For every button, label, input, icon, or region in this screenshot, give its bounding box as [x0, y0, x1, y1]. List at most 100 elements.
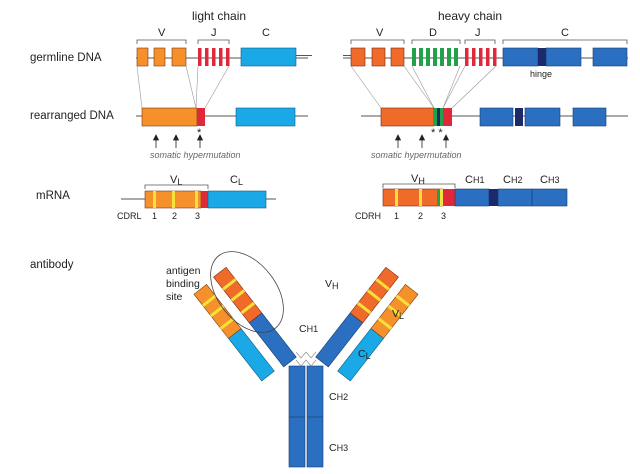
j-gene-segment	[205, 48, 209, 66]
vh-label: VH	[411, 173, 425, 186]
vh-gene-segment	[371, 47, 386, 67]
light-rearranged-dna: * somatic hypermutation	[136, 107, 308, 160]
j-rearranged-segment	[443, 108, 452, 126]
v-gene-segment	[153, 47, 166, 67]
ch2-antibody-label: CH2	[329, 391, 348, 403]
light-germline-dna: V J C	[136, 27, 312, 67]
j-gene-segment	[486, 48, 490, 66]
cl-antibody-label: CL	[358, 348, 371, 361]
c-segment-label: C	[262, 27, 270, 39]
mutation-arrows	[394, 134, 450, 148]
cdr-number-2: 2	[172, 211, 177, 221]
heavy-chain-stem-left	[288, 365, 306, 468]
cdr-band	[153, 191, 156, 208]
heavy-rearranged-dna: * * somatic hypermutation	[361, 107, 628, 160]
row-label-germline-dna: germline DNA	[30, 52, 102, 64]
d-gene-segment	[426, 48, 430, 66]
heavy-germline-dna: V D J C hinge	[343, 27, 628, 79]
ch1-label: CH1	[465, 174, 484, 186]
cdr-band	[195, 191, 198, 208]
antibody-structure: antigen binding site VH VL CH1 CL CH2 CH…	[166, 251, 419, 468]
hinge-gene-segment	[515, 108, 523, 126]
c-segment-label: C	[561, 27, 569, 39]
vh-antibody-label: VH	[325, 278, 339, 291]
j-region	[201, 191, 208, 208]
cdr-band	[387, 304, 403, 318]
cdr-band	[219, 317, 235, 330]
d-gene-segment	[412, 48, 416, 66]
junction-stars: * *	[431, 127, 443, 139]
v-bracket	[350, 39, 405, 44]
d-gene-segment	[440, 48, 444, 66]
cdr-number-1: 1	[394, 211, 399, 221]
ch1-region	[454, 188, 490, 207]
j-segment-label: J	[211, 27, 217, 39]
light-rearrangement-lines	[136, 65, 230, 109]
cl-label: CL	[230, 174, 243, 187]
antigen-binding-site-label-line3: site	[166, 291, 183, 303]
ch1-gene-segment	[479, 107, 514, 127]
j-gene-segment	[479, 48, 483, 66]
j-gene-segment	[465, 48, 469, 66]
cdrh-label: CDRH	[355, 211, 381, 221]
vl-bracket	[144, 184, 209, 189]
vh-gene-segment	[350, 47, 366, 67]
heavy-rearrangement-lines	[350, 65, 497, 109]
heavy-chain-stem-right	[306, 365, 324, 468]
j-segment-label: J	[475, 27, 481, 39]
v-segment-label: V	[158, 27, 166, 39]
light-chain-header: light chain	[192, 9, 246, 23]
left-arm-light-chain	[193, 283, 275, 382]
j-gene-segment	[472, 48, 476, 66]
cdr-number-3: 3	[195, 211, 200, 221]
cdr-band	[222, 278, 237, 291]
d-gene-segment	[447, 48, 451, 66]
ch1-antibody-label: CH1	[299, 323, 318, 335]
d-gene-segment	[433, 48, 437, 66]
cdr-band	[240, 301, 256, 315]
cdrl-label: CDRL	[117, 211, 142, 221]
somatic-hypermutation-label: somatic hypermutation	[150, 150, 241, 160]
ch1-gene-segment	[502, 47, 539, 67]
d-bracket	[411, 39, 461, 44]
cdr-band	[172, 191, 175, 208]
cdr-band	[209, 304, 225, 318]
j-bracket	[197, 39, 230, 44]
cdr-number-2: 2	[418, 211, 423, 221]
v-gene-segment	[136, 47, 149, 67]
vdj-rearranged-segment	[380, 107, 435, 127]
heavy-chain-header: heavy chain	[438, 9, 502, 23]
ch2-label: CH2	[503, 174, 522, 186]
v-bracket	[136, 39, 187, 44]
c-bracket	[502, 39, 628, 44]
row-label-rearranged-dna: rearranged DNA	[30, 110, 114, 122]
hinge-label: hinge	[530, 69, 552, 79]
light-mrna: VL CL CDRL 1 2 3	[117, 174, 276, 221]
cdr-band	[377, 317, 393, 330]
j-gene-segment	[198, 48, 202, 66]
cdr-number-1: 1	[152, 211, 157, 221]
j-rearranged-segment	[197, 108, 205, 126]
vh-gene-segment	[390, 47, 405, 67]
cdr-band	[375, 278, 390, 291]
ch3-antibody-label: CH3	[329, 442, 348, 454]
left-arm-heavy-chain	[213, 266, 297, 368]
ch3-region	[531, 188, 568, 207]
c-gene-segment	[235, 107, 296, 127]
vh-region	[382, 188, 444, 207]
cdr-band	[440, 189, 443, 206]
ch2-gene-segment	[524, 107, 561, 127]
hinge-gene-segment	[538, 48, 546, 66]
cdr-number-3: 3	[441, 211, 446, 221]
j-gene-segment	[212, 48, 216, 66]
ch3-gene-segment	[572, 107, 607, 127]
somatic-hypermutation-label: somatic hypermutation	[371, 150, 462, 160]
vl-label: VL	[170, 174, 182, 187]
j-gene-segment	[493, 48, 497, 66]
hinge-disulfide-bonds	[295, 351, 317, 367]
row-label-mrna: mRNA	[36, 190, 70, 202]
vj-rearranged-segment	[141, 107, 198, 127]
right-arm-heavy-chain	[315, 266, 399, 368]
v-segment-label: V	[376, 27, 384, 39]
